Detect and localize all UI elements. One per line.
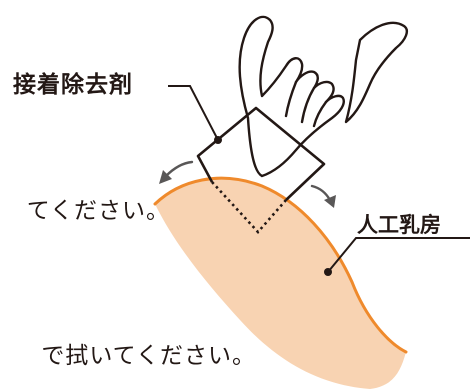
hand-fingertips bbox=[344, 21, 408, 124]
remover-leader-dot bbox=[214, 136, 222, 144]
adhesive-remover-label: 接着除去剤 bbox=[13, 71, 133, 98]
wipe-hidden-edges bbox=[211, 181, 287, 234]
hand-finger-line-2 bbox=[300, 86, 316, 124]
arrow-left-stroke bbox=[164, 160, 194, 178]
breast-leader-dot bbox=[324, 268, 332, 276]
wipe-gauze bbox=[196, 106, 326, 234]
wipe-visible-edges bbox=[196, 106, 326, 201]
curved-arrow-icon bbox=[159, 160, 336, 208]
arrow-right-head bbox=[324, 195, 336, 208]
breast-leader bbox=[324, 237, 470, 276]
artificial-breast-label: 人工乳房 bbox=[357, 212, 441, 237]
breast-edge bbox=[153, 176, 408, 354]
remover-leader-line bbox=[168, 85, 219, 141]
instruction-text-1: てください。 bbox=[26, 198, 170, 224]
hand-icon bbox=[238, 15, 408, 178]
breast-leader-line bbox=[327, 237, 470, 273]
hand-finger-line-1 bbox=[284, 80, 298, 118]
hand-finger-line-3 bbox=[312, 100, 328, 128]
artificial-breast bbox=[153, 176, 408, 389]
breast-body bbox=[155, 178, 406, 389]
arrow-right-stroke bbox=[310, 184, 332, 202]
remover-leader bbox=[168, 85, 222, 144]
arrow-left-head bbox=[159, 170, 172, 184]
instruction-text-2: で拭いてください。 bbox=[41, 343, 256, 369]
